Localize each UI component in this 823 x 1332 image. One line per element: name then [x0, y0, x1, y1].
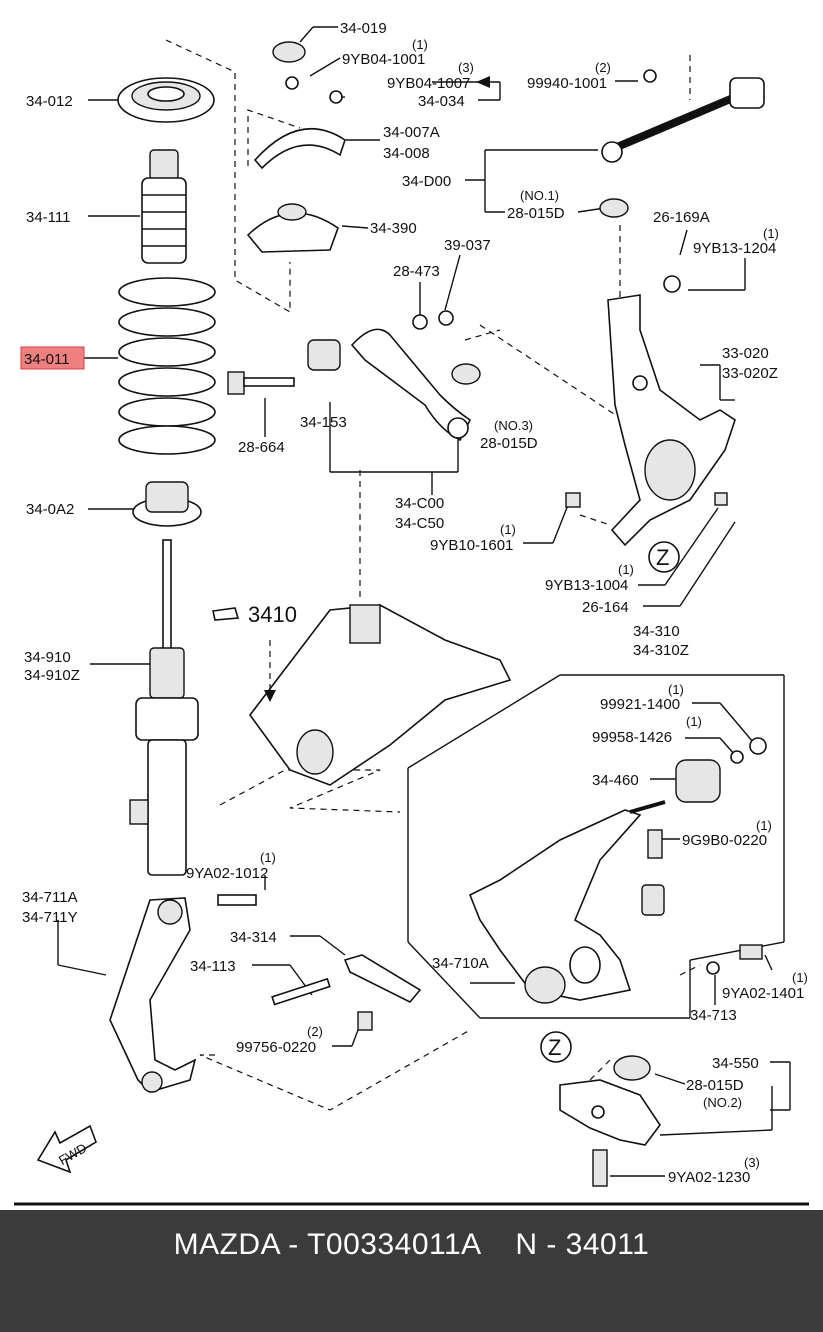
part-label[interactable]: 34-460 — [592, 772, 639, 789]
qty-label: (1) — [618, 562, 634, 577]
part-label[interactable]: 28-473 — [393, 263, 440, 280]
zone-label: Z — [656, 545, 669, 570]
part-lower-arm — [468, 737, 767, 1004]
part-label[interactable]: 34-111 — [26, 209, 70, 226]
part-label[interactable]: 9G9B0-0220 — [682, 832, 767, 849]
part-label[interactable]: 34-113 — [190, 958, 236, 975]
part-label[interactable]: 99958-1426 — [592, 729, 672, 746]
part-label[interactable]: 34-390 — [370, 220, 417, 237]
highlight-box — [20, 346, 85, 370]
ref-arrow-3410 — [212, 607, 276, 702]
qty-label: (NO.1) — [520, 188, 559, 203]
fwd-arrow — [36, 1124, 97, 1174]
part-label[interactable]: 33-020Z — [722, 365, 778, 382]
qty-label: (1) — [756, 818, 772, 833]
part-label[interactable]: 33-020 — [722, 345, 769, 362]
part-tie-rod — [599, 69, 765, 218]
part-lower-ball-joint — [559, 1055, 661, 1187]
part-tension-arm — [109, 894, 257, 1093]
part-spring-seat — [132, 481, 202, 527]
qty-label: (1) — [686, 714, 702, 729]
part-label[interactable]: 99921-1400 — [600, 696, 680, 713]
part-label[interactable]: 28-015D — [686, 1077, 744, 1094]
part-label[interactable]: 34-153 — [300, 414, 347, 431]
dashed-lines — [165, 39, 701, 1111]
part-label[interactable]: 99940-1001 — [527, 75, 607, 92]
part-label[interactable]: 28-015D — [480, 435, 538, 452]
part-label[interactable]: 26-164 — [582, 599, 629, 616]
part-label[interactable]: 34-012 — [26, 93, 73, 110]
part-cap — [272, 41, 343, 104]
part-label[interactable]: 9YA02-1230 — [668, 1169, 750, 1186]
part-label[interactable]: 34-550 — [712, 1055, 759, 1072]
qty-label: (1) — [260, 850, 276, 865]
part-label[interactable]: 34-008 — [383, 145, 430, 162]
qty-label: (2) — [595, 60, 611, 75]
part-label[interactable]: 9YA02-1012 — [186, 865, 268, 882]
qty-label: (1) — [412, 37, 428, 52]
part-coil-spring — [118, 277, 216, 455]
qty-label: (1) — [763, 226, 779, 241]
part-label[interactable]: 34-0A2 — [26, 501, 74, 518]
qty-label: (1) — [668, 682, 684, 697]
part-label[interactable]: 34-C50 — [395, 515, 444, 532]
part-knuckle — [565, 275, 736, 547]
part-label[interactable]: 34-910 — [24, 649, 71, 666]
part-bump-stop — [141, 149, 187, 264]
qty-label: (1) — [792, 970, 808, 985]
part-plate-34-314 — [271, 944, 763, 1031]
part-label[interactable]: 28-015D — [507, 205, 565, 222]
part-label[interactable]: 9YB13-1204 — [693, 240, 776, 257]
qty-label: (2) — [307, 1024, 323, 1039]
part-shock-absorber — [129, 539, 199, 876]
part-label[interactable]: 34-711A — [22, 889, 78, 906]
part-label[interactable]: 34-007A — [383, 124, 440, 141]
qty-label: (3) — [458, 60, 474, 75]
part-label[interactable]: 34-310Z — [633, 642, 689, 659]
part-label[interactable]: 9YB04-1007 — [387, 75, 470, 92]
part-label[interactable]: 34-713 — [690, 1007, 737, 1024]
part-label[interactable]: 34-710A — [432, 955, 489, 972]
part-top-mount-seat — [117, 77, 215, 123]
part-label[interactable]: 28-664 — [238, 439, 285, 456]
footer-title: MAZDA - T00334011A N - 34011 — [173, 1228, 650, 1261]
qty-label: (1) — [500, 522, 516, 537]
qty-label: (3) — [744, 1155, 760, 1170]
part-bushing-34-153 — [307, 339, 341, 371]
footer-bar: MAZDA - T00334011A N - 34011 — [0, 1210, 823, 1332]
qty-label: (NO.3) — [494, 418, 533, 433]
part-label[interactable]: 9YA02-1401 — [722, 985, 804, 1002]
part-label[interactable]: 34-711Y — [22, 909, 78, 926]
part-label[interactable]: 9YB04-1001 — [342, 51, 425, 68]
zone-label: Z — [548, 1035, 561, 1060]
part-label[interactable]: 34-910Z — [24, 667, 80, 684]
part-label[interactable]: 34-D00 — [402, 173, 451, 190]
zone-markers — [540, 541, 680, 1063]
part-label[interactable]: 34-310 — [633, 623, 680, 640]
part-label[interactable]: 34-019 — [340, 20, 387, 37]
part-label[interactable]: 99756-0220 — [236, 1039, 316, 1056]
parts-diagram: 34-019 (1) 9YB04-1001 (3) 9YB04-1007 34-… — [14, 20, 809, 1206]
part-label-highlighted[interactable]: 34-011 — [24, 351, 70, 368]
ref-label[interactable]: 3410 — [248, 602, 297, 627]
part-label[interactable]: 26-169A — [653, 209, 710, 226]
part-label[interactable]: 34-C00 — [395, 495, 444, 512]
part-crossmember — [249, 604, 512, 786]
part-label[interactable]: 9YB10-1601 — [430, 537, 513, 554]
part-label[interactable]: 9YB13-1004 — [545, 577, 628, 594]
part-label[interactable]: 34-034 — [418, 93, 465, 110]
qty-label: (NO.2) — [703, 1095, 742, 1110]
part-label[interactable]: 34-314 — [230, 929, 277, 946]
part-upper-arm — [350, 310, 481, 442]
part-labels: 34-019 (1) 9YB04-1001 (3) 9YB04-1007 34-… — [22, 20, 808, 1186]
leader-lines — [57, 26, 791, 1177]
part-bolt-28-664 — [227, 371, 295, 395]
part-mount-bracket — [246, 127, 346, 253]
part-label[interactable]: 39-037 — [444, 237, 491, 254]
